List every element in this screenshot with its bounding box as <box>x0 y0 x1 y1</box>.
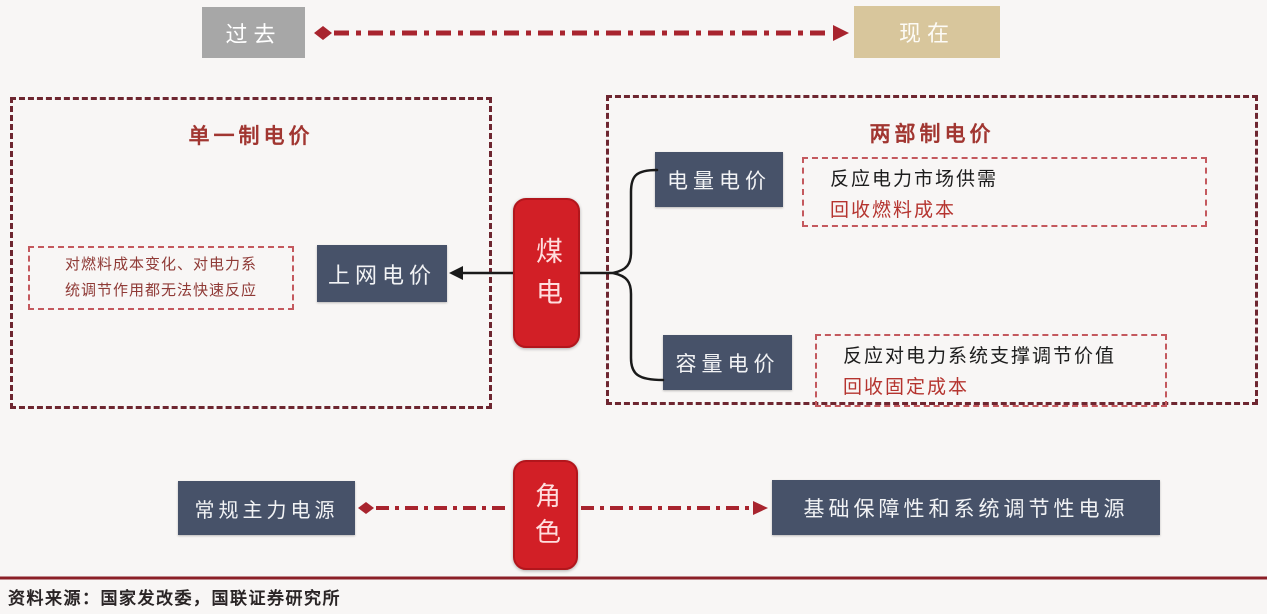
past-label: 过去 <box>225 21 282 47</box>
conventional-source-box: 常规主力电源 <box>178 481 355 535</box>
regulating-source-box: 基础保障性和系统调节性电源 <box>772 480 1160 535</box>
capacity-price-note: 反应对电力系统支撑调节价值 回收固定成本 <box>815 334 1167 407</box>
capacity-price-box: 容量电价 <box>663 335 792 390</box>
grid-price-label: 上网电价 <box>327 262 436 288</box>
source-note: 资料来源：国家发改委，国联证券研究所 <box>8 589 341 608</box>
single-tariff-title: 单一制电价 <box>188 124 314 148</box>
energy-price-note: 反应电力市场供需 回收燃料成本 <box>802 157 1207 227</box>
coal-power-box: 煤电 <box>513 198 580 348</box>
capacity-note-line1: 反应对电力系统支撑调节价值 <box>843 346 1117 367</box>
energy-price-label: 电量电价 <box>667 168 771 193</box>
present-label: 现在 <box>898 21 955 46</box>
capacity-price-label: 容量电价 <box>675 351 780 376</box>
past-arrow-diamond-icon <box>314 26 332 40</box>
regulating-source-label: 基础保障性和系统调节性电源 <box>803 496 1129 521</box>
present-box: 现在 <box>854 6 1000 58</box>
energy-price-box: 电量电价 <box>655 152 783 207</box>
energy-note-line2: 回收燃料成本 <box>830 200 957 221</box>
energy-note-line1: 反应电力市场供需 <box>830 169 999 190</box>
role-label: 角色 <box>531 482 561 554</box>
past-box: 过去 <box>202 7 305 58</box>
present-arrowhead-icon <box>833 25 849 41</box>
role-arrow-diamond-icon <box>358 502 374 514</box>
grid-price-box: 上网电价 <box>317 245 447 302</box>
two-part-tariff-title: 两部制电价 <box>869 122 995 146</box>
role-box: 角色 <box>513 460 578 570</box>
coal-power-label: 煤电 <box>532 237 562 319</box>
single-tariff-panel <box>10 97 492 409</box>
capacity-note-line2: 回收固定成本 <box>843 377 970 398</box>
regulating-arrowhead-icon <box>753 501 768 515</box>
two-part-tariff-panel <box>606 95 1258 405</box>
single-tariff-note-line2: 统调节作用都无法快速反应 <box>64 283 257 299</box>
single-tariff-note-line1: 对燃料成本变化、对电力系 <box>64 257 257 273</box>
conventional-source-label: 常规主力电源 <box>194 499 339 522</box>
single-tariff-note: 对燃料成本变化、对电力系 统调节作用都无法快速反应 <box>28 246 294 310</box>
